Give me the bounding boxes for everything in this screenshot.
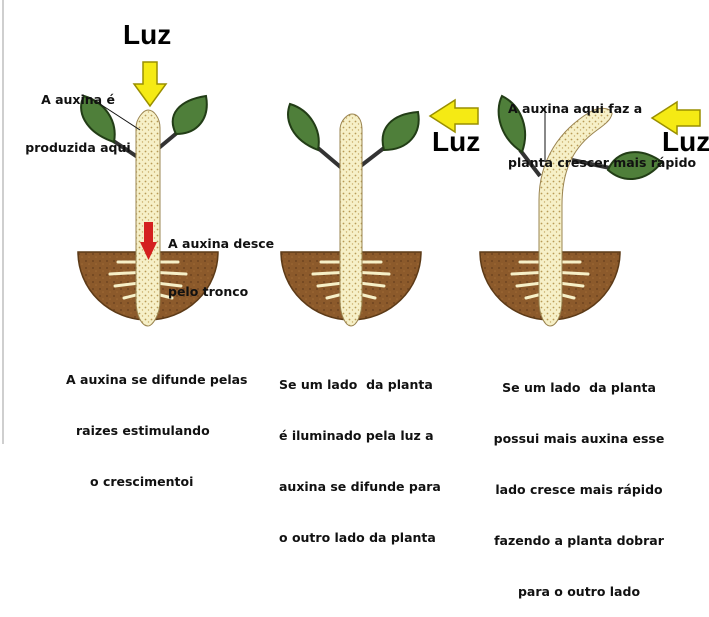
auxin-produced-label: A auxina é produzida aqui: [24, 60, 132, 172]
diagram-canvas: [2, 0, 701, 444]
light-label-panel-2: Luz: [432, 126, 481, 157]
panel-1-caption: A auxina se difunde pelas raizes estimul…: [66, 337, 248, 507]
panel-3-plant: [479, 94, 664, 327]
panel-2-plant: [280, 102, 422, 327]
panel-2-caption: Se um lado da planta é iluminado pela lu…: [279, 342, 441, 563]
leaf-right: [381, 110, 420, 152]
auxin-growth-label: A auxina aqui faz a planta crescer mais …: [508, 64, 696, 190]
light-arrow-down: [132, 61, 168, 108]
caption-line: o outro lado da planta: [279, 530, 436, 545]
auxin-descends-label: A auxina desce pelo tronco: [168, 204, 274, 316]
leaf-left: [287, 102, 320, 152]
leaf-right: [171, 94, 208, 136]
label-line: pelo tronco: [168, 284, 249, 299]
label-line: planta crescer mais rápido: [508, 155, 697, 170]
light-label-panel-3: Luz: [662, 126, 709, 157]
caption-line: auxina se difunde para: [279, 479, 441, 494]
caption-line: lado cresce mais rápido: [495, 482, 663, 497]
caption-line: é iluminado pela luz a: [279, 428, 434, 443]
caption-line: raizes estimulando: [76, 423, 210, 438]
leaf-left: [497, 94, 527, 154]
panel-1-plant: [77, 94, 219, 327]
label-line: produzida aqui: [25, 140, 131, 155]
caption-line: para o outro lado: [517, 584, 641, 599]
caption-line: Se um lado da planta: [279, 377, 433, 392]
label-line: A auxina desce: [168, 236, 275, 251]
caption-line: possui mais auxina esse: [493, 431, 665, 446]
light-label-panel-1: Luz: [123, 19, 172, 50]
stem: [538, 107, 613, 327]
caption-line: o crescimentoi: [90, 474, 194, 489]
caption-line: A auxina se difunde pelas: [66, 372, 248, 387]
stem: [339, 113, 363, 327]
auxin-down-arrow: [140, 222, 157, 260]
label-line: A auxina é: [41, 92, 115, 107]
caption-line: Se um lado da planta: [502, 380, 656, 395]
caption-line: fazendo a planta dobrar: [494, 533, 664, 548]
stem: [135, 109, 161, 327]
light-arrow-left-1: [428, 98, 479, 134]
leaf-right: [606, 151, 664, 181]
pointer-line: [99, 103, 141, 131]
label-line: A auxina aqui faz a: [508, 101, 643, 116]
leaf-left: [80, 94, 116, 144]
light-arrow-left-2: [650, 100, 701, 136]
panel-3-caption: Se um lado da planta possui mais auxina …: [464, 345, 694, 617]
